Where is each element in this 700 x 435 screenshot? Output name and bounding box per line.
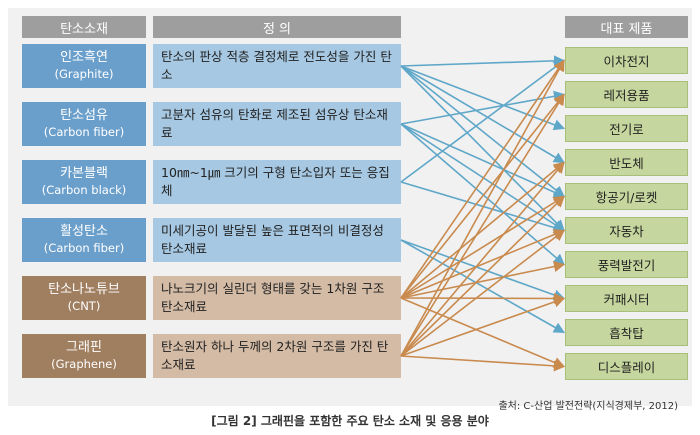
connector-arrow <box>400 59 565 357</box>
header-products: 대표 제품 <box>565 16 688 38</box>
connector-arrow <box>400 229 566 299</box>
material-box: 인조흑연 (Graphite) <box>22 44 146 88</box>
connector-arrow <box>400 229 565 357</box>
connector-arrow <box>400 292 566 305</box>
connector-arrow <box>400 59 565 299</box>
definition-box: 고분자 섬유의 탄화로 제조된 섬유상 탄소재료 <box>153 102 401 146</box>
definition-box: 탄소의 판상 적층 결정체로 전도성을 가진 탄소 <box>153 44 401 88</box>
material-name: 활성탄소 <box>60 224 108 239</box>
material-en: (Carbon fiber) <box>43 125 125 139</box>
connector-arrow <box>400 161 565 357</box>
product-box: 이차전지 <box>565 47 688 74</box>
product-box: 레저용품 <box>565 81 688 108</box>
material-box: 그래핀 (Graphene) <box>22 334 146 378</box>
connector-arrow <box>400 65 565 232</box>
definition-box: 미세기공이 발달된 높은 표면적의 비결정성 탄소재료 <box>153 218 401 262</box>
material-en: (CNT) <box>67 299 101 313</box>
connector-arrow <box>400 93 565 357</box>
material-box: 활성탄소 (Carbon fiber) <box>22 218 146 262</box>
material-en: (Carbon black) <box>41 183 127 197</box>
connector-arrow <box>400 123 565 266</box>
connector-arrow <box>400 195 565 357</box>
material-box: 카본블랙 (Carbon black) <box>22 160 146 204</box>
definition-box: 탄소원자 하나 두께의 2차원 구조를 가진 탄소재료 <box>153 334 401 378</box>
connector-arrow <box>400 296 566 357</box>
header-definition: 정 의 <box>153 16 401 38</box>
product-box: 디스플레이 <box>565 353 688 380</box>
connector-arrow <box>400 93 565 299</box>
connector-arrow <box>400 161 565 299</box>
material-name: 인조흑연 <box>60 50 108 65</box>
material-en: (Graphene) <box>51 357 117 371</box>
material-name: 카본블랙 <box>60 166 108 181</box>
connector-arrow <box>400 239 565 334</box>
connector-arrow <box>400 65 566 131</box>
header-materials: 탄소소재 <box>22 16 146 38</box>
diagram-panel: 탄소소재 정 의 대표 제품 인조흑연 (Graphite) 탄소의 판상 적층 … <box>8 8 692 412</box>
product-box: 흡착탑 <box>565 319 688 346</box>
connector-arrow <box>400 55 566 67</box>
figure-caption: [그림 2] 그래핀을 포함한 주요 탄소 소재 및 응용 분야 <box>211 414 489 428</box>
connector-arrow <box>400 65 565 198</box>
connector-arrow <box>400 297 566 368</box>
connector-arrows <box>400 55 566 372</box>
connector-arrow <box>400 195 565 299</box>
material-box: 탄소섬유 (Carbon fiber) <box>22 102 146 146</box>
product-box: 커패시터 <box>565 285 688 312</box>
material-box: 탄소나노튜브 (CNT) <box>22 276 146 320</box>
material-name: 탄소섬유 <box>60 108 108 123</box>
material-name: 그래핀 <box>66 340 102 355</box>
product-box: 반도체 <box>565 149 688 176</box>
connector-arrow <box>400 355 566 372</box>
connector-arrow <box>400 59 565 183</box>
material-en: (Carbon fiber) <box>43 241 125 255</box>
definition-box: 나노크기의 실린더 형태를 갖는 1차원 구조 탄소재료 <box>153 276 401 320</box>
connector-arrow <box>400 239 566 301</box>
material-en: (Graphite) <box>54 67 114 81</box>
material-name: 탄소나노튜브 <box>48 282 120 297</box>
connector-arrow <box>400 261 566 299</box>
product-box: 전기로 <box>565 115 688 142</box>
connector-arrow <box>400 65 565 164</box>
product-box: 풍력발전기 <box>565 251 688 278</box>
product-box: 자동차 <box>565 217 688 244</box>
source-note: 출처: C-산업 발전전략(지식경제부, 2012) <box>498 401 678 412</box>
product-box: 항공기/로켓 <box>565 183 688 210</box>
definition-box: 10㎚~1㎛ 크기의 구형 탄소입자 또는 응집체 <box>153 160 401 204</box>
